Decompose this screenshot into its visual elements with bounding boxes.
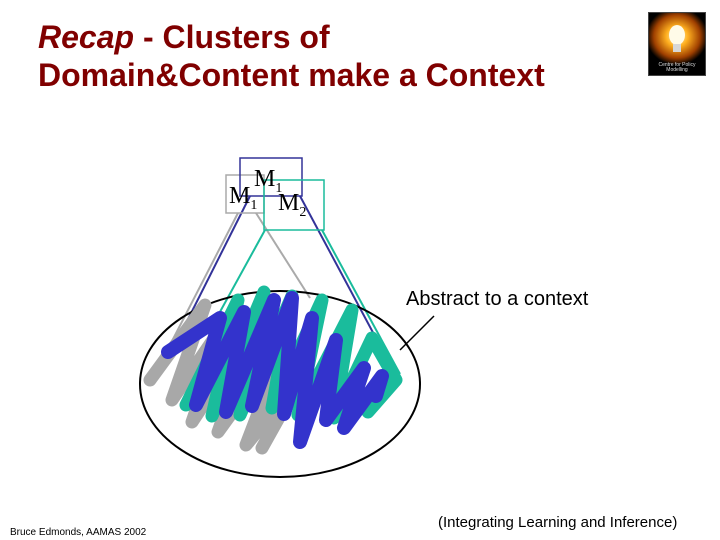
title-line2: Domain&Content make a Context xyxy=(38,57,545,93)
model-box-right xyxy=(263,179,325,231)
callout-abstract: Abstract to a context xyxy=(406,288,589,310)
context-ellipse xyxy=(139,290,421,478)
footer-author: Bruce Edmonds, AAMAS 2002 xyxy=(10,527,147,538)
scribble-blue xyxy=(161,291,389,449)
logo-caption: Centre for Policy Modelling xyxy=(658,62,696,73)
title-recap: Recap xyxy=(38,19,135,55)
model-label-top: M1 xyxy=(254,166,282,196)
model-label-left: M1 xyxy=(229,183,257,213)
model-box-top xyxy=(239,157,303,197)
callout-pointer xyxy=(399,315,435,351)
footer-topic: (Integrating Learning and Inference) xyxy=(438,514,678,531)
cpm-logo: Centre for Policy Modelling xyxy=(648,12,706,76)
model-label-right: M2 xyxy=(278,190,306,220)
title-line1: - Clusters of xyxy=(134,19,330,55)
slide-title: Recap - Clusters of Domain&Content make … xyxy=(38,18,638,94)
lightbulb-icon xyxy=(649,13,705,65)
